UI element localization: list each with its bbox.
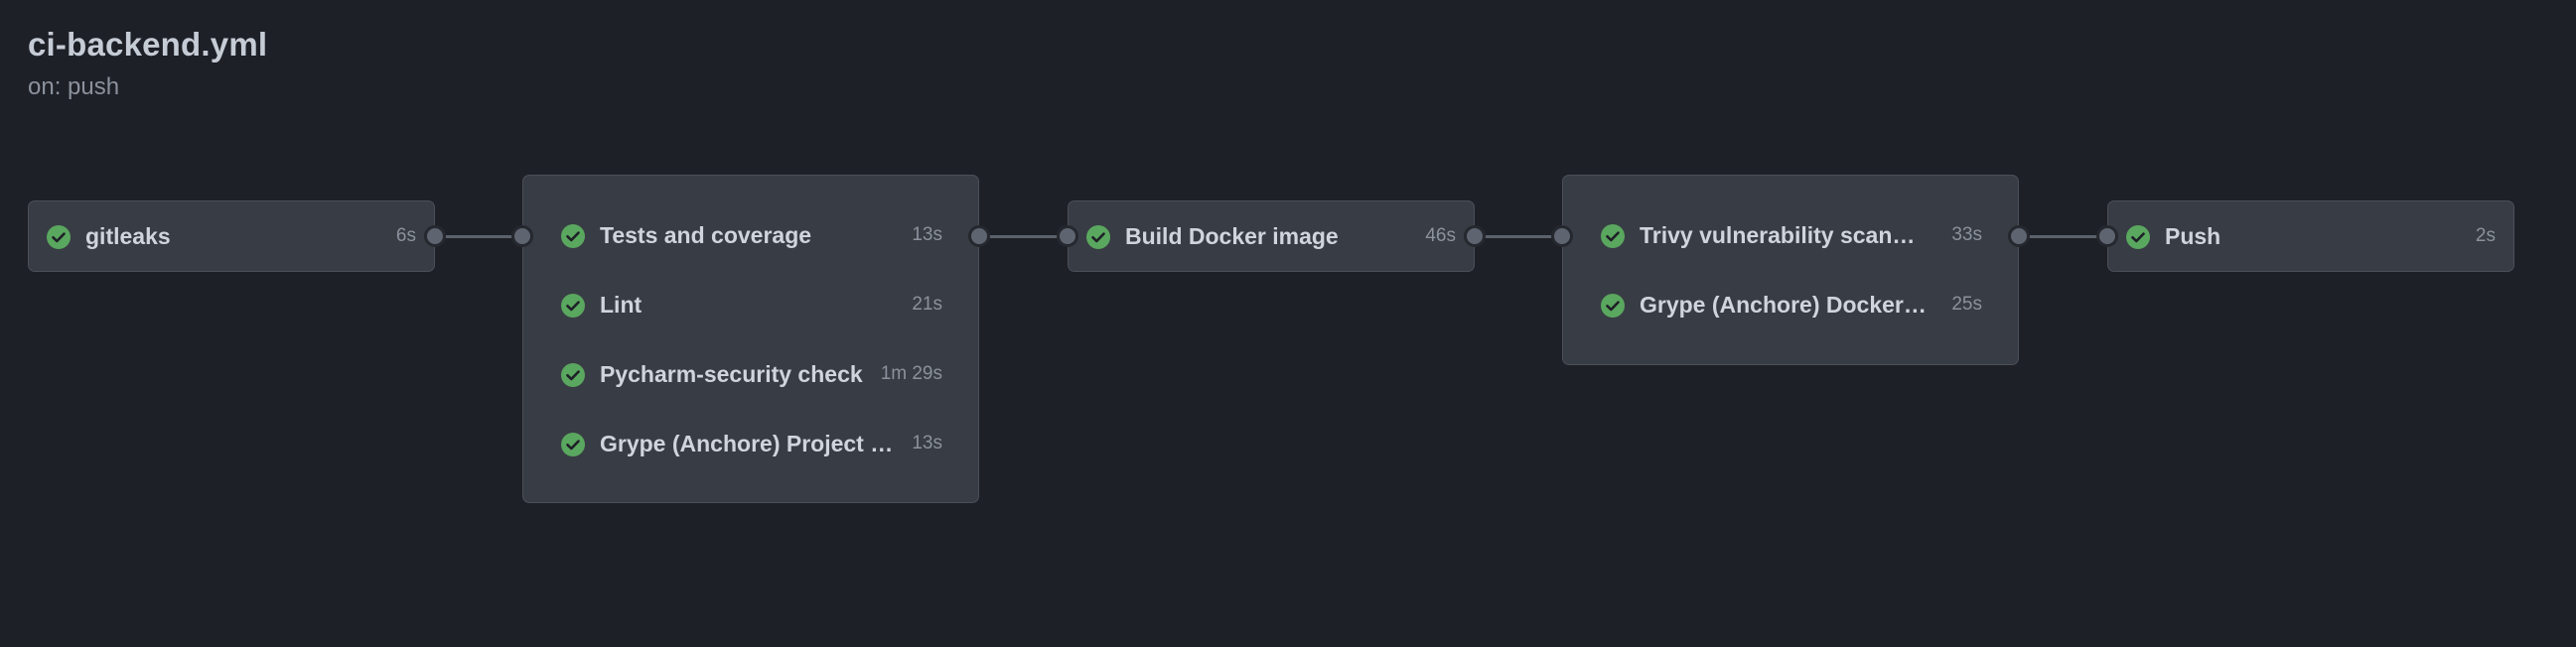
workflow-trigger: on: push (28, 73, 120, 100)
stage-4-card: Trivy vulnerability scanner 33s Grype (A… (1562, 175, 2019, 365)
connector-dot (1464, 225, 1486, 247)
check-circle-icon (1086, 225, 1110, 249)
stage-1-card: gitleaks 6s (28, 200, 435, 272)
job-duration: 33s (1951, 224, 1982, 245)
job-tests-and-coverage[interactable]: Tests and coverage 13s (543, 200, 960, 270)
job-duration: 13s (912, 433, 942, 453)
job-build-docker-image[interactable]: Build Docker image 46s (1069, 201, 1474, 271)
stage-2-card: Tests and coverage 13s Lint 21s Pycharm-… (522, 175, 979, 503)
stage-5-card: Push 2s (2107, 200, 2514, 272)
check-circle-icon (561, 224, 585, 248)
stage-3-card: Build Docker image 46s (1068, 200, 1475, 272)
job-name: Grype (Anchore) Docker ... (1640, 292, 1928, 318)
connector-dot (2008, 225, 2030, 247)
check-circle-icon (561, 294, 585, 318)
check-circle-icon (47, 225, 71, 249)
check-circle-icon (561, 433, 585, 456)
job-duration: 46s (1425, 225, 1456, 246)
job-name: Push (2165, 223, 2221, 249)
connector-dot (2096, 225, 2118, 247)
job-gitleaks[interactable]: gitleaks 6s (29, 201, 434, 271)
stage-connector (2018, 235, 2108, 238)
job-duration: 6s (395, 225, 416, 246)
connector-dot (511, 225, 533, 247)
check-circle-icon (2126, 225, 2150, 249)
job-name: Build Docker image (1125, 223, 1339, 249)
connector-dot (424, 225, 446, 247)
job-name: Trivy vulnerability scanner (1640, 222, 1928, 248)
job-push[interactable]: Push 2s (2108, 201, 2513, 271)
job-duration: 25s (1951, 294, 1982, 315)
check-circle-icon (1601, 224, 1625, 248)
stage-connector (434, 235, 523, 238)
check-circle-icon (561, 363, 585, 387)
stage-connector (978, 235, 1069, 238)
job-lint[interactable]: Lint 21s (543, 270, 960, 339)
job-name: Tests and coverage (600, 222, 812, 248)
job-name: Pycharm-security check (600, 361, 863, 387)
job-trivy-vulnerability-scanner[interactable]: Trivy vulnerability scanner 33s (1583, 200, 2000, 270)
job-duration: 2s (2475, 225, 2496, 246)
connector-dot (1057, 225, 1078, 247)
connector-dot (1551, 225, 1573, 247)
job-name: gitleaks (85, 223, 171, 249)
job-duration: 13s (912, 224, 942, 245)
stage-connector (1474, 235, 1563, 238)
check-circle-icon (1601, 294, 1625, 318)
job-pycharm-security-check[interactable]: Pycharm-security check 1m 29s (543, 339, 960, 409)
job-grype-docker-scan[interactable]: Grype (Anchore) Docker ... 25s (1583, 270, 2000, 339)
job-name: Lint (600, 292, 643, 318)
connector-dot (968, 225, 990, 247)
job-grype-project-scan[interactable]: Grype (Anchore) Project S... 13s (543, 409, 960, 478)
job-duration: 21s (912, 294, 942, 315)
job-name: Grype (Anchore) Project S... (600, 431, 898, 456)
workflow-title[interactable]: ci-backend.yml (28, 26, 268, 63)
job-duration: 1m 29s (880, 363, 942, 384)
